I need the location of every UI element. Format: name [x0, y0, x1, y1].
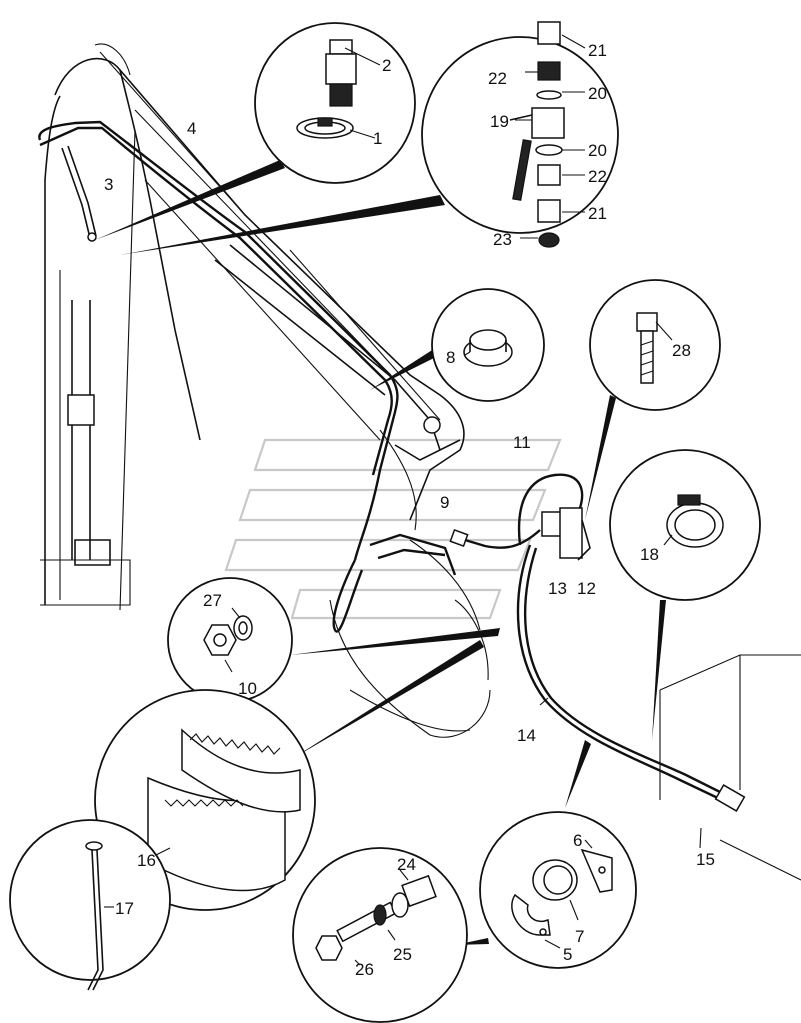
detail-rod-17	[9, 819, 171, 991]
detail-bolt-spacer	[292, 847, 468, 1023]
hose-clamp	[296, 117, 376, 139]
callout-28: 28	[672, 341, 691, 360]
callout-labels: 1 2 3 4 5 6 7 8 9 10 11 12 13 14 15 16 1…	[104, 41, 715, 979]
callout-1: 1	[373, 129, 382, 148]
callout-13: 13	[548, 579, 567, 598]
detail-valve-assembly	[421, 21, 619, 248]
callout-24: 24	[397, 855, 416, 874]
callout-18: 18	[640, 545, 659, 564]
callout-21b: 21	[588, 204, 607, 223]
leader-lines	[95, 160, 702, 945]
callout-4: 4	[187, 119, 196, 138]
callout-3: 3	[104, 175, 113, 194]
callout-12: 12	[577, 579, 596, 598]
callout-22a: 22	[488, 69, 507, 88]
detail-grommet	[431, 288, 545, 402]
callout-16: 16	[137, 851, 156, 870]
adapter-fitting	[325, 39, 381, 107]
callout-5: 5	[563, 945, 572, 964]
callout-21a: 21	[588, 41, 607, 60]
boom-structure	[40, 43, 801, 881]
callout-22b: 22	[588, 167, 607, 186]
detail-nut-washer	[167, 577, 293, 703]
callout-2: 2	[382, 56, 391, 75]
callout-9: 9	[440, 493, 449, 512]
detail-band-clamp	[609, 449, 761, 601]
callout-19: 19	[490, 112, 509, 131]
callout-23: 23	[493, 230, 512, 249]
callout-17: 17	[115, 899, 134, 918]
callout-26: 26	[355, 960, 374, 979]
callout-25: 25	[393, 945, 412, 964]
callout-10: 10	[238, 679, 257, 698]
detail-bolt-28	[589, 279, 721, 411]
valve-stack	[509, 21, 586, 248]
callout-14: 14	[517, 726, 536, 745]
detail-fitting-clamp	[254, 22, 416, 184]
callout-15: 15	[696, 850, 715, 869]
hydraulic-pipes	[38, 120, 746, 812]
callout-27: 27	[203, 591, 222, 610]
callout-7: 7	[575, 927, 584, 946]
callout-11: 11	[513, 433, 531, 452]
callout-8: 8	[446, 348, 455, 367]
callout-6: 6	[573, 831, 582, 850]
callout-20a: 20	[588, 84, 607, 103]
watermark-logo	[224, 438, 562, 620]
callout-20b: 20	[588, 141, 607, 160]
detail-pipe-clips	[479, 811, 637, 969]
